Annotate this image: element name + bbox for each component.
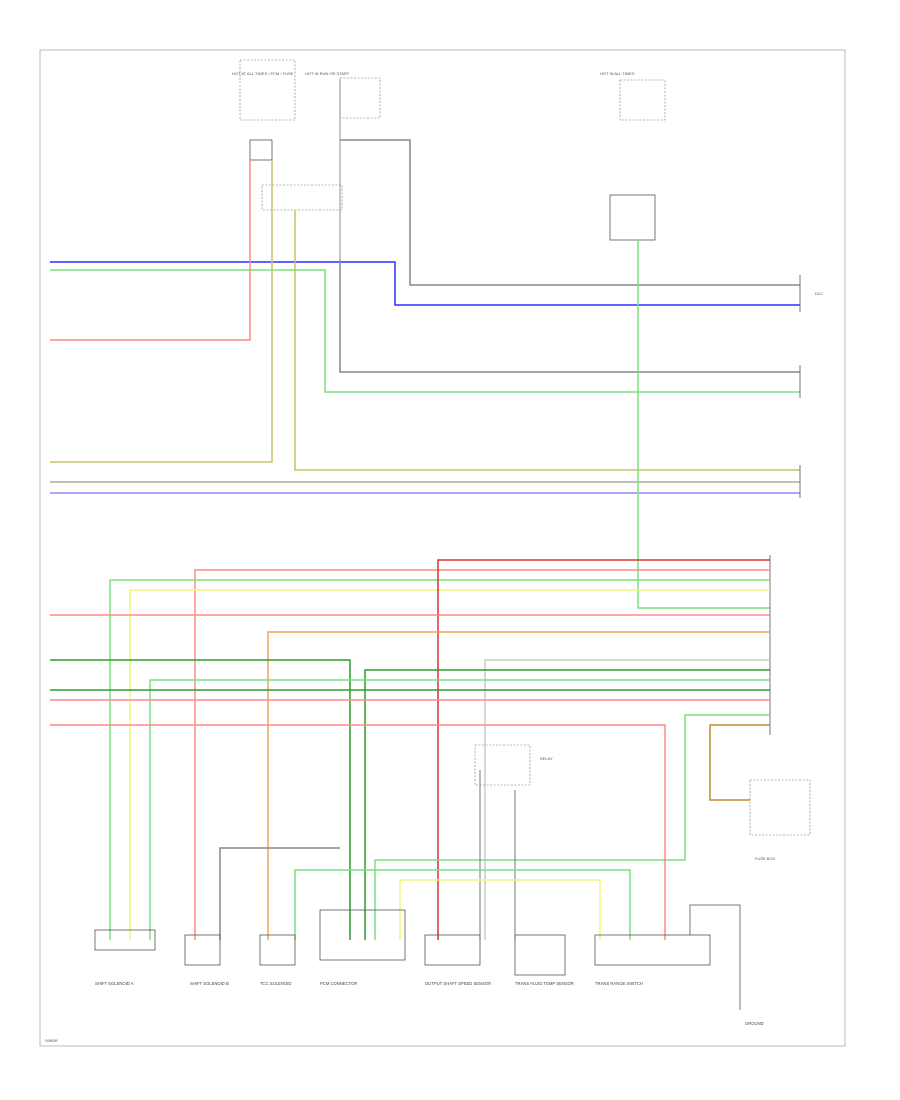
data-link-label: DLC — [815, 291, 823, 296]
oss-label: OUTPUT SHAFT SPEED SENSOR — [425, 981, 491, 986]
shift-solenoid-a-label: SHIFT SOLENOID A — [95, 981, 134, 986]
fuse-block-right-label: HOT IN ALL TIMES — [600, 71, 635, 76]
wire-green-3 — [109, 579, 770, 940]
wire-darkred-1 — [437, 559, 770, 940]
pcm-connector-label: PCM CONNECTOR — [320, 981, 357, 986]
footer-code: S0B9R — [45, 1038, 58, 1043]
wire-green-8 — [374, 714, 770, 940]
wire-green-2 — [637, 240, 770, 609]
wire-green-6 — [149, 679, 770, 940]
wire-yellow-1 — [129, 589, 770, 940]
relay-label: RELAY — [540, 756, 553, 761]
right-connectors: DLC — [799, 275, 823, 498]
wire-red-1 — [50, 160, 251, 341]
center-relay: RELAY — [474, 744, 553, 940]
tft-label: TRANS FLUID TEMP SENSOR — [515, 981, 574, 986]
wire-olive-1 — [50, 160, 273, 463]
wire-red-2 — [194, 569, 770, 940]
wire-red-5 — [50, 724, 666, 940]
shift-solenoid-b-label: SHIFT SOLENOID B — [190, 981, 229, 986]
wire-gray-1 — [340, 139, 800, 286]
wire-green-1 — [50, 269, 800, 393]
top-left-module-label: HOT AT ALL TIMES / PCM / FUSE — [232, 71, 294, 76]
wire-olive-2 — [294, 210, 800, 471]
wire-green-9 — [294, 869, 631, 940]
wire-brown-1 — [709, 724, 770, 801]
wire-yellow-2 — [399, 879, 601, 940]
top-left-component: HOT AT ALL TIMES / PCM / FUSE — [232, 59, 343, 211]
tr-label: TRANS RANGE SWITCH — [595, 981, 643, 986]
fuse-box-right: FUSE BOX — [749, 779, 811, 861]
diagram-frame — [39, 49, 846, 1047]
top-center-fuse-block: HOT IN RUN OR START — [305, 71, 381, 260]
wire-blue-1 — [50, 261, 800, 306]
wire-green-5 — [364, 669, 770, 940]
wire-gray-2 — [339, 260, 800, 373]
wire-green-4 — [50, 659, 351, 940]
fuse-box-label: FUSE BOX — [755, 856, 776, 861]
wire-orange-1 — [267, 631, 770, 940]
wire-gray-5 — [219, 847, 340, 940]
tcc-solenoid-label: TCC SOLENOID — [260, 981, 291, 986]
fuse-block-top-label: HOT IN RUN OR START — [305, 71, 350, 76]
wire-gray-4 — [484, 659, 770, 940]
bottom-components: SHIFT SOLENOID A SHIFT SOLENOID B TCC SO… — [94, 904, 764, 1026]
ground-label: GROUND — [745, 1021, 764, 1026]
top-right-fuse-block: HOT IN ALL TIMES — [600, 71, 666, 241]
